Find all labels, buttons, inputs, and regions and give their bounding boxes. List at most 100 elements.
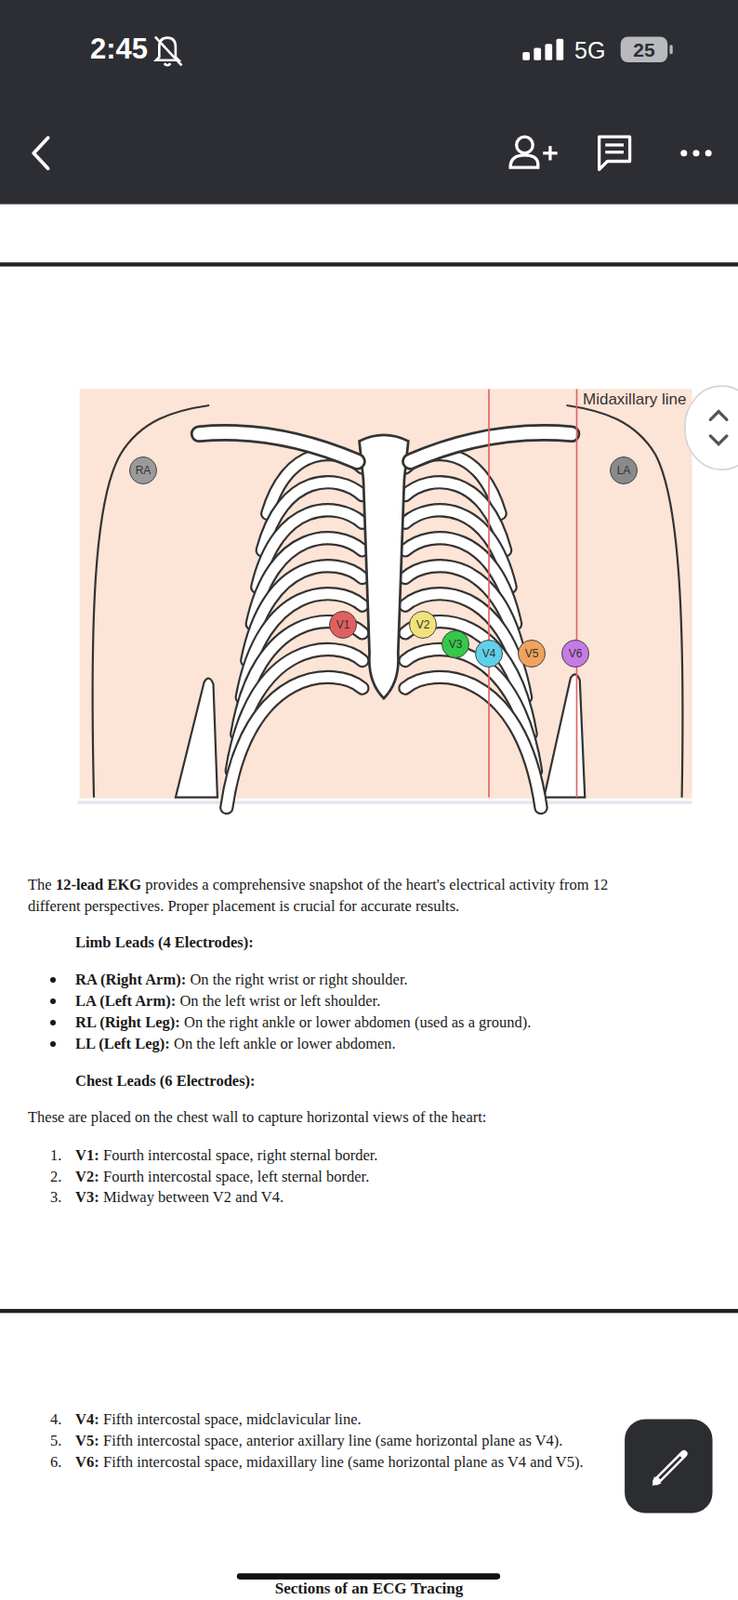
body-text-text: These are placed on the chest wall to ca…	[27, 1107, 487, 1126]
list-item-text: On the left wrist or left shoulder.	[179, 991, 381, 1010]
electrode-label: V6	[568, 647, 583, 659]
more-icon	[680, 149, 712, 157]
electrode-label: LA	[617, 464, 632, 476]
section-heading-text: Limb Leads (4 Electrodes):	[75, 933, 254, 951]
list-item-text: LL (Left Leg):	[75, 1034, 171, 1053]
list-number: 4.	[50, 1408, 62, 1430]
list-item-text: RL (Right Leg):	[75, 1013, 181, 1031]
line-label: Midaxillary line	[582, 390, 686, 409]
list-item-text: V1:	[75, 1146, 100, 1164]
section-heading-text: Chest Leads (6 Electrodes):	[75, 1071, 256, 1090]
rib	[405, 649, 537, 772]
midclavicular-line	[487, 388, 490, 797]
status-time: 2:45	[90, 32, 148, 66]
list-item-text: V6:	[75, 1452, 100, 1471]
bullet-dot	[50, 1041, 56, 1047]
rib	[231, 649, 363, 772]
electrode-marker: LA	[609, 456, 638, 485]
body-text: The12-lead EKGprovides a comprehensive s…	[27, 873, 649, 917]
list-number: 6.	[50, 1450, 62, 1473]
list-number-text: 6.	[50, 1452, 62, 1471]
list-item-text: V3:	[75, 1187, 100, 1206]
list-number: 2.	[50, 1165, 62, 1187]
list-number-text: 2.	[50, 1167, 62, 1186]
body-text-text: The	[27, 875, 53, 894]
list-item-text: On the right ankle or lower abdomen (use…	[184, 1013, 531, 1031]
page-divider	[0, 262, 738, 266]
list-number-text: 1.	[50, 1146, 62, 1164]
list-number: 5.	[50, 1429, 62, 1451]
comment-icon	[599, 136, 631, 170]
rib	[405, 676, 541, 807]
scroll-button	[685, 385, 738, 470]
list-item-text: Fifth intercostal space, anterior axilla…	[103, 1431, 564, 1450]
list-item-text: V2:	[75, 1167, 100, 1186]
clavicle	[198, 432, 357, 462]
bullet-dot	[50, 998, 56, 1004]
list-item: V5:Fifth intercostal space, anterior axi…	[75, 1429, 563, 1451]
list-item: LL (Left Leg):On the left ankle or lower…	[75, 1032, 396, 1055]
list-item: V3:Midway between V2 and V4.	[75, 1186, 284, 1208]
electrode-label: V3	[448, 638, 463, 650]
rib	[231, 649, 363, 772]
electrode-label: V4	[482, 647, 497, 659]
electrode-marker: V3	[441, 630, 470, 659]
list-item-text: Fourth intercostal space, left sternal b…	[103, 1167, 369, 1186]
home-indicator	[237, 1572, 501, 1580]
battery-level: 25	[620, 37, 668, 63]
list-number: 1.	[50, 1144, 62, 1166]
rib	[226, 676, 363, 807]
list-number-text: 3.	[50, 1187, 62, 1206]
status-time-text: 2:45	[90, 32, 148, 66]
list-item: V4:Fifth intercostal space, midclavicula…	[75, 1408, 362, 1430]
list-item-text: LA (Left Arm):	[75, 991, 176, 1010]
electrode-marker: RA	[129, 456, 158, 485]
section-heading: Chest Leads (6 Electrodes):	[75, 1069, 256, 1092]
page-divider	[0, 1308, 738, 1313]
list-item: LA (Left Arm):On the left wrist or left …	[75, 989, 381, 1012]
add-person-icon	[510, 136, 558, 168]
list-item-text: V4:	[75, 1410, 100, 1428]
electrode-marker: V2	[408, 610, 437, 639]
list-item-text: On the right wrist or right shoulder.	[189, 970, 408, 989]
list-item: RL (Right Leg):On the right ankle or low…	[75, 1011, 531, 1033]
list-item-text: RA (Right Arm):	[75, 970, 186, 989]
list-number-text: 4.	[50, 1410, 62, 1428]
line-label-text: Midaxillary line	[582, 390, 686, 409]
bullet-dot	[50, 1019, 56, 1026]
arm-gap	[543, 673, 585, 797]
skin-ground	[79, 388, 693, 798]
clavicle	[409, 432, 572, 462]
battery-level-text: 25	[632, 39, 655, 61]
next-heading-text: Sections of an ECG Tracing	[275, 1579, 464, 1597]
list-item-text: V5:	[75, 1431, 100, 1450]
list-item-text: Fourth intercostal space, right sternal …	[103, 1146, 379, 1164]
electrode-marker: V4	[474, 639, 503, 668]
list-item: V1:Fourth intercostal space, right stern…	[75, 1144, 379, 1166]
status-bar	[0, 0, 738, 205]
next-heading: Sections of an ECG Tracing	[0, 1578, 738, 1599]
network-label-text: 5G	[574, 37, 606, 64]
edit-button	[624, 1418, 712, 1513]
back-icon	[33, 137, 48, 169]
arm-gap	[175, 678, 218, 798]
list-item-text: Midway between V2 and V4.	[103, 1187, 284, 1206]
electrode-label: V1	[336, 619, 351, 631]
list-number-text: 5.	[50, 1431, 62, 1450]
electrode-label: V2	[416, 619, 431, 631]
rib	[405, 676, 541, 807]
clavicle	[198, 432, 357, 462]
network-label: 5G	[574, 36, 606, 65]
body-text-text: 12-lead EKG	[55, 875, 142, 894]
list-item: V6:Fifth intercostal space, midaxillary …	[75, 1450, 584, 1473]
sternum	[359, 434, 409, 699]
list-item-text: Fifth intercostal space, midclavicular l…	[103, 1410, 362, 1428]
body-outline	[566, 405, 684, 798]
list-number: 3.	[50, 1186, 62, 1208]
body-text: These are placed on the chest wall to ca…	[27, 1106, 487, 1128]
battery-icon	[620, 37, 673, 63]
list-item: V2:Fourth intercostal space, left sterna…	[75, 1165, 369, 1187]
list-item: RA (Right Arm):On the right wrist or rig…	[75, 968, 409, 990]
